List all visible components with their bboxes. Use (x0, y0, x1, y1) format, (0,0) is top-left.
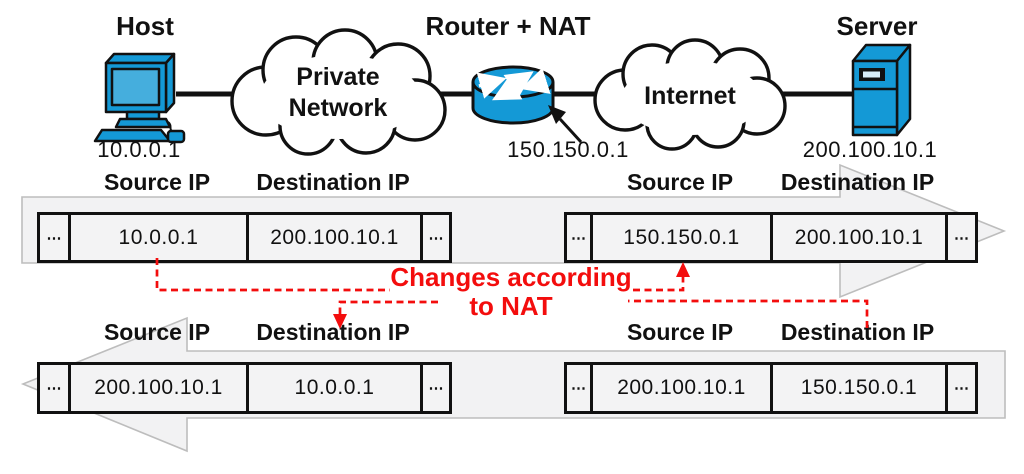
packet-ellipsis-cell: ⋯ (420, 365, 449, 411)
packet-ellipsis-cell: ⋯ (945, 215, 975, 260)
packet-field-headers: Source IP Destination IP (37, 166, 452, 196)
destination-ip-header: Destination IP (780, 169, 935, 195)
packet-box: ⋯ 200.100.10.1 10.0.0.1 ⋯ (37, 362, 452, 414)
nat-line-to-destination-10001 (338, 300, 438, 316)
nat-arrowhead-up-icon (676, 262, 690, 277)
router-label: Router + NAT (425, 11, 591, 41)
packet-bottom-left: Source IP Destination IP ⋯ 200.100.10.1 … (37, 316, 452, 414)
host-ip-label: 10.0.0.1 (97, 137, 181, 162)
nat-annotation-line2: to NAT (469, 291, 553, 321)
source-ip-header: Source IP (626, 169, 734, 195)
router-icon (471, 65, 555, 125)
destination-ip-header: Destination IP (256, 169, 410, 195)
packet-field-headers: Source IP Destination IP (37, 316, 452, 346)
server-icon (851, 43, 912, 137)
packet-source-cell: 150.150.0.1 (590, 215, 770, 260)
packet-top-right: Source IP Destination IP ⋯ 150.150.0.1 2… (564, 166, 978, 263)
private-network-label-line2: Network (288, 94, 388, 122)
packet-box: ⋯ 150.150.0.1 200.100.10.1 ⋯ (564, 212, 978, 263)
packet-source-cell: 200.100.10.1 (68, 365, 246, 411)
host-label: Host (116, 11, 174, 41)
private-network-label-line1: Private (296, 63, 380, 91)
packet-destination-cell: 200.100.10.1 (770, 215, 945, 260)
nat-line-to-source-150 (633, 276, 685, 292)
server-ip-label: 200.100.10.1 (802, 137, 938, 162)
source-ip-header: Source IP (103, 169, 211, 195)
router-arrows-icon (476, 67, 551, 101)
packet-ellipsis-cell: ⋯ (40, 215, 68, 260)
nat-annotation-line1: Changes according (390, 262, 632, 292)
destination-ip-header: Destination IP (780, 319, 935, 345)
packet-bottom-right: Source IP Destination IP ⋯ 200.100.10.1 … (564, 316, 978, 414)
internet-label: Internet (644, 82, 736, 110)
source-ip-header: Source IP (626, 319, 734, 345)
packet-field-headers: Source IP Destination IP (564, 316, 978, 346)
server-label: Server (836, 11, 918, 41)
packet-destination-cell: 10.0.0.1 (246, 365, 420, 411)
host-computer-icon (93, 52, 186, 144)
packet-ellipsis-cell: ⋯ (420, 215, 449, 260)
packet-top-left: Source IP Destination IP ⋯ 10.0.0.1 200.… (37, 166, 452, 263)
packet-box: ⋯ 200.100.10.1 150.150.0.1 ⋯ (564, 362, 978, 414)
packet-ellipsis-cell: ⋯ (945, 365, 975, 411)
packet-source-cell: 200.100.10.1 (590, 365, 770, 411)
packet-ellipsis-cell: ⋯ (567, 215, 590, 260)
private-network-label: Private Network (289, 62, 388, 124)
source-ip-header: Source IP (103, 319, 211, 345)
packet-destination-cell: 200.100.10.1 (246, 215, 420, 260)
packet-ellipsis-cell: ⋯ (567, 365, 590, 411)
router-ip-label: 150.150.0.1 (507, 137, 629, 162)
packet-destination-cell: 150.150.0.1 (770, 365, 945, 411)
packet-box: ⋯ 10.0.0.1 200.100.10.1 ⋯ (37, 212, 452, 263)
destination-ip-header: Destination IP (256, 319, 410, 345)
packet-ellipsis-cell: ⋯ (40, 365, 68, 411)
packet-field-headers: Source IP Destination IP (564, 166, 978, 196)
packet-source-cell: 10.0.0.1 (68, 215, 246, 260)
